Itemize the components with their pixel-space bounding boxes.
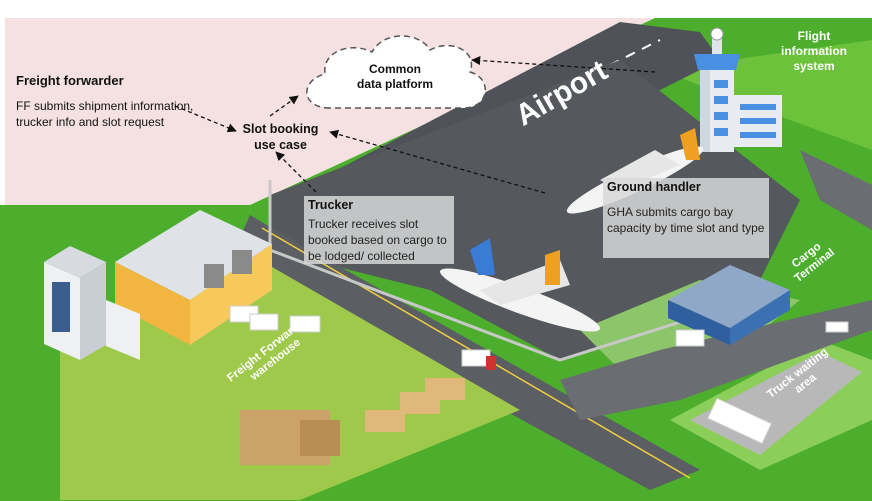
control-tower <box>694 27 782 152</box>
cloud-shape <box>306 35 487 109</box>
freight-forwarder-description: FF submits shipment information, trucker… <box>16 99 194 129</box>
ground-handler-title: Ground handler <box>607 180 701 194</box>
slot-booking-title: Slot booking use case <box>242 122 319 152</box>
pallet-shelves <box>240 378 465 465</box>
cargo-terminal-building <box>668 265 790 345</box>
airplane-lower <box>440 238 600 332</box>
flow-arrows <box>174 55 656 194</box>
office-building <box>44 246 140 360</box>
arrow-trucker-to-slot <box>275 151 317 193</box>
trucker-description: Trucker receives slot booked based on ca… <box>308 217 447 263</box>
cloud-title: Common data platform <box>356 62 433 91</box>
arrow-slot-to-cloud <box>269 95 299 117</box>
background-sky <box>5 18 655 205</box>
arrow-ff-to-slot <box>174 105 237 133</box>
ground-handler-description: GHA submits cargo bay capacity by time s… <box>607 205 765 235</box>
trucker-title: Trucker <box>308 198 354 212</box>
trucker-panel: Trucker Trucker receives slot booked bas… <box>304 196 454 264</box>
arrow-gh-to-slot <box>329 129 546 194</box>
tarmac <box>270 60 800 360</box>
ff-warehouse-building <box>115 210 272 345</box>
ground-handler-panel: Ground handler GHA submits cargo bay cap… <box>603 178 769 258</box>
flight-information-title: Flight information system <box>781 29 847 73</box>
trucks <box>229 305 849 445</box>
arrow-fis-to-cloud <box>471 55 656 73</box>
freight-forwarder-title: Freight forwarder <box>16 73 124 88</box>
